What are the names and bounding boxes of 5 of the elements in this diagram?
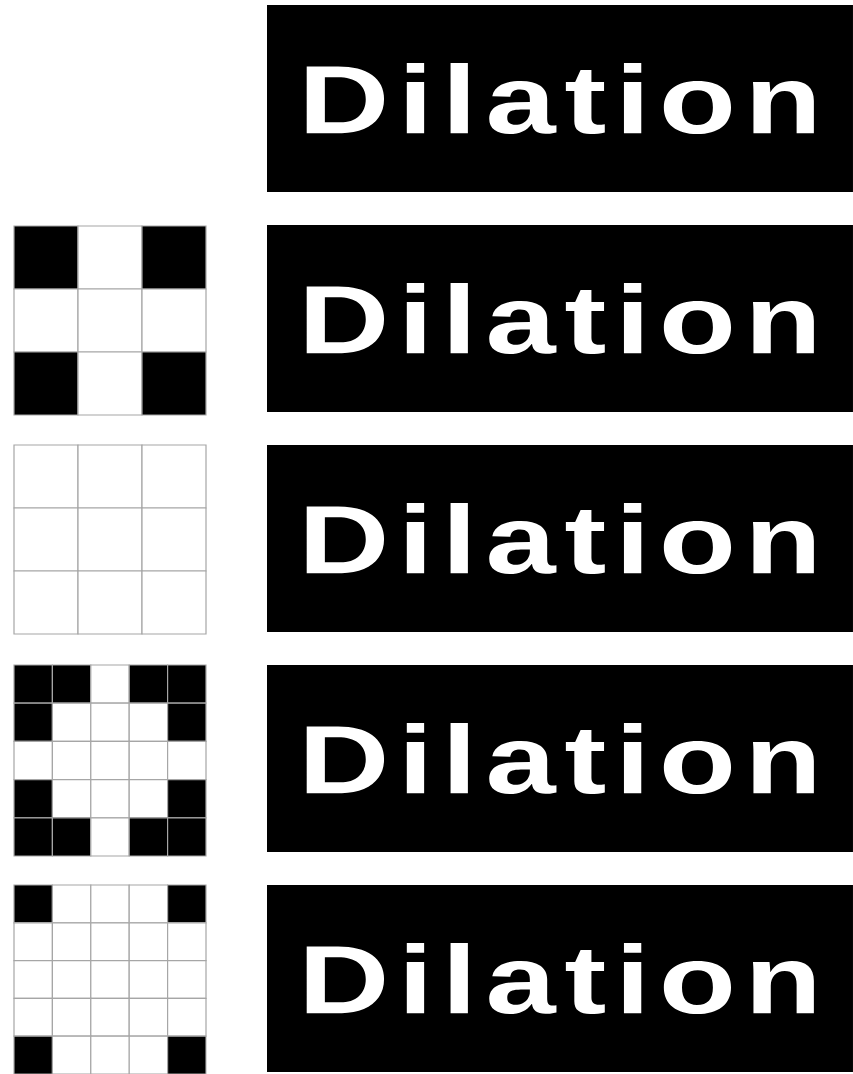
- text-band: Dilation: [267, 445, 853, 632]
- text-band: Dilation: [267, 885, 853, 1072]
- text-band: Dilation: [267, 5, 853, 192]
- text-band: Dilation: [267, 665, 853, 852]
- text-band: Dilation: [267, 225, 853, 412]
